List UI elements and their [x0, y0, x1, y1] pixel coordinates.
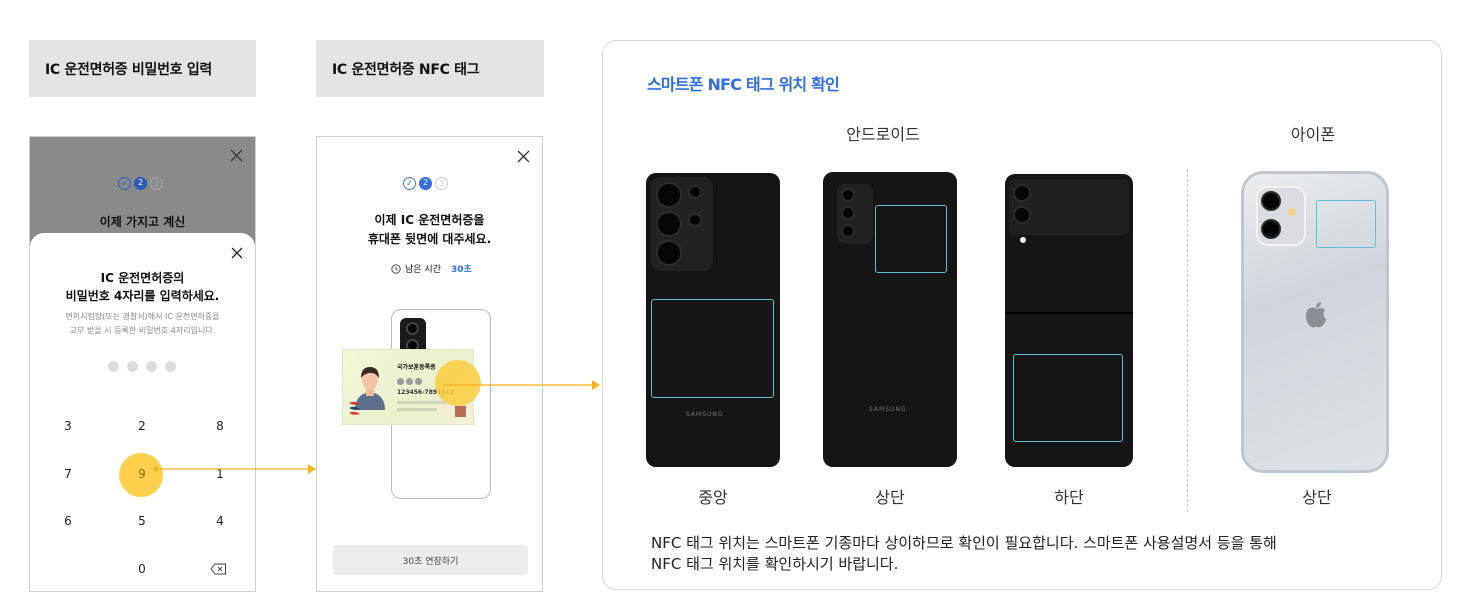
camera-lens	[1013, 184, 1031, 202]
flash	[1020, 237, 1026, 243]
nfc-step-title: IC 운전면허증 NFC 태그	[316, 40, 544, 97]
nfc-note-line2: NFC 태그 위치를 확인하시기 바랍니다.	[651, 555, 899, 573]
sheet-title-line2: 비밀번호 4자리를 입력하세요.	[65, 289, 220, 303]
step-1: ✓	[118, 177, 131, 190]
pin-dot	[146, 361, 157, 372]
step-3: 3	[150, 177, 163, 190]
step-2: 2	[419, 177, 432, 190]
nfc-title-line1: 이제 IC 운전면허증을	[374, 213, 485, 227]
phone-label-center: 중앙	[698, 488, 728, 507]
key-6[interactable]: 6	[64, 514, 72, 528]
number-keypad: 3 2 8 7 9 1 6 5 4 0	[30, 403, 255, 591]
phone-label-bottom: 하단	[1054, 488, 1084, 507]
nfc-note: NFC 태그 위치는 스마트폰 기종마다 상이하므로 확인이 필요합니다. 스마…	[651, 533, 1277, 575]
key-0[interactable]: 0	[138, 562, 146, 576]
timer-label: 남은 시간	[405, 265, 441, 275]
nfc-tap-highlight	[435, 360, 481, 406]
card-chips	[397, 378, 422, 385]
card-line	[397, 401, 447, 404]
camera-lens	[656, 211, 682, 237]
group-divider	[1187, 169, 1188, 512]
camera-lens	[1013, 206, 1031, 224]
phone-iphone	[1241, 171, 1389, 473]
camera-lens	[406, 322, 419, 335]
iphone-group-label: 아이폰	[1290, 125, 1336, 144]
card-line	[397, 408, 437, 411]
phone-galaxy-s21: SAMSUNG	[646, 173, 780, 467]
camera-lens	[841, 224, 855, 238]
android-group-label: 안드로이드	[846, 125, 920, 144]
card-number: 123456-7891012	[397, 389, 454, 396]
close-icon[interactable]	[231, 247, 243, 259]
timer: 남은 시간 30초	[391, 262, 472, 275]
pin-dot	[165, 361, 176, 372]
flow-arrow	[153, 464, 316, 474]
pin-dot	[127, 361, 138, 372]
step-2: 2	[134, 177, 147, 190]
id-card: 국가보훈등록증 123456-7891012	[342, 349, 481, 425]
pin-step-title: IC 운전면허증 비밀번호 입력	[29, 40, 256, 97]
key-5[interactable]: 5	[138, 514, 146, 528]
close-icon[interactable]	[230, 149, 243, 162]
key-4[interactable]: 4	[216, 514, 224, 528]
sheet-desc-line1: 면허시험장(또는 경찰서)에서 IC 운전면허증을	[65, 312, 220, 321]
key-2[interactable]: 2	[138, 419, 146, 433]
pressed-key-highlight	[119, 453, 163, 497]
phone-galaxy-flip	[1005, 174, 1133, 467]
flow-arrow	[444, 380, 600, 390]
phone-galaxy-s20: SAMSUNG	[823, 172, 957, 467]
nfc-location-box	[1013, 354, 1123, 442]
camera-lens	[656, 182, 682, 208]
sheet-title-line1: IC 운전면허증의	[100, 271, 185, 285]
step-1: ✓	[403, 177, 416, 190]
step-indicator: ✓ 2 3	[118, 177, 163, 190]
key-8[interactable]: 8	[216, 419, 224, 433]
step-indicator: ✓ 2 3	[403, 177, 448, 190]
nfc-location-box	[1316, 200, 1376, 248]
key-3[interactable]: 3	[64, 419, 72, 433]
clock-icon	[391, 263, 401, 274]
apple-logo-icon	[1306, 302, 1326, 328]
emblem-icon	[349, 401, 360, 415]
nfc-location-panel: 스마트폰 NFC 태그 위치 확인 안드로이드 아이폰 SAMSUNG 중앙 S…	[602, 40, 1442, 590]
key-9[interactable]: 9	[138, 467, 146, 481]
nfc-tag-screen: ✓ 2 3 이제 IC 운전면허증을 휴대폰 뒷면에 대주세요. 남은 시간 3…	[316, 136, 543, 592]
camera-lens	[688, 213, 702, 227]
camera-lens	[841, 188, 855, 202]
nfc-note-line1: NFC 태그 위치는 스마트폰 기종마다 상이하므로 확인이 필요합니다. 스마…	[651, 534, 1277, 552]
phone-label-iphone-top: 상단	[1302, 488, 1332, 507]
close-icon[interactable]	[517, 150, 530, 163]
pin-dot	[108, 361, 119, 372]
sheet-desc-line2: 교부 받을 시 등록한 비밀번호 4자리입니다.	[69, 326, 216, 335]
timer-value: 30초	[450, 265, 472, 275]
background-title: 이제 가지고 계신	[99, 215, 186, 229]
camera-lens	[688, 185, 702, 199]
flash	[1288, 208, 1296, 216]
pin-bottom-sheet: IC 운전면허증의 비밀번호 4자리를 입력하세요. 면허시험장(또는 경찰서)…	[30, 233, 255, 403]
panel-title: 스마트폰 NFC 태그 위치 확인	[647, 75, 840, 94]
brand-text: SAMSUNG	[869, 406, 907, 413]
hinge	[1005, 312, 1133, 314]
camera-lens	[656, 240, 682, 266]
phone-label-top: 상단	[875, 488, 905, 507]
card-stamp	[455, 406, 466, 417]
backspace-icon[interactable]	[210, 563, 227, 575]
nfc-title-line2: 휴대폰 뒷면에 대주세요.	[367, 232, 492, 246]
card-title: 국가보훈등록증	[397, 364, 436, 371]
camera-lens	[1261, 219, 1281, 239]
extend-time-button[interactable]: 30초 연장하기	[333, 545, 528, 575]
pin-input-screen: ✓ 2 3 이제 가지고 계신 IC 운전면허증의 비밀번호 4자리를 입력하세…	[29, 136, 256, 592]
camera-lens	[1261, 191, 1281, 211]
nfc-location-box	[651, 299, 774, 398]
step-3: 3	[435, 177, 448, 190]
brand-text: SAMSUNG	[686, 411, 724, 418]
person-photo-icon	[355, 367, 385, 410]
pin-dots	[108, 361, 176, 372]
camera-lens	[841, 206, 855, 220]
nfc-location-box	[875, 205, 947, 273]
key-7[interactable]: 7	[64, 467, 72, 481]
key-1[interactable]: 1	[216, 467, 224, 481]
